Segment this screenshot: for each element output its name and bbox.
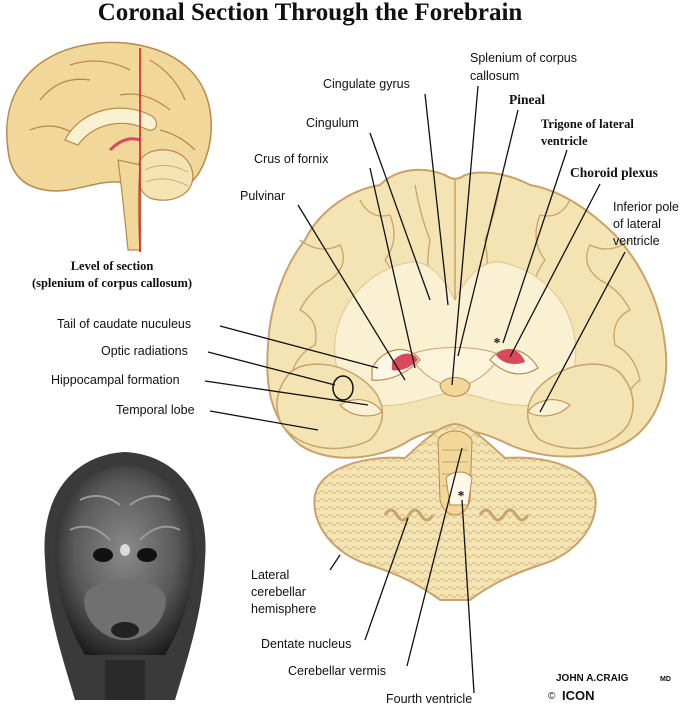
leader-optic-radiations [207,351,336,386]
right-dentate-nucleus [478,508,530,522]
sagittal-ventricle-highlight [108,137,141,152]
leader-pineal [457,109,519,357]
label-pineal: Pineal [509,92,545,107]
label-lateral-cerebellar-line1: Lateral [251,568,289,582]
label-inferior-pole-line2: of lateral [613,217,661,231]
leader-hippocampal [204,380,369,406]
sagittal-brainstem [117,159,141,251]
leader-lateral-cerebellar [329,554,341,571]
label-vermis: Cerebellar vermis [288,664,386,678]
leader-pulvinar [297,204,406,381]
leader-inferior-pole [539,251,626,413]
label-crus-fornix: Crus of fornix [254,152,329,166]
label-optic-radiations: Optic radiations [101,344,188,358]
leader-temporal-lobe [209,410,319,431]
label-fourth-ventricle: Fourth ventricle [386,692,472,706]
vermis-folia [442,449,468,487]
sagittal-cerebellum [136,149,194,201]
leader-choroid-plexus [509,183,601,358]
label-inferior-pole-line1: Inferior pole [613,200,679,214]
leader-trigone [502,149,568,344]
right-hippocampus [527,399,571,417]
labels: Splenium of corpus callosum Cingulate gy… [51,51,679,706]
fourth-ventricle [445,471,473,506]
inset-caption-line1: Level of section [71,259,154,273]
left-choroid-plexus [392,353,418,371]
asterisk-marker-trigone: * [494,335,501,350]
sagittal-corpus-callosum [64,107,158,146]
sagittal-gyri [29,59,196,151]
label-lateral-cerebellar-line2: cerebellar [251,585,306,599]
label-splenium-line2: callosum [470,69,519,83]
leader-dentate [364,517,409,641]
coronal-section [266,168,668,601]
leader-crus-fornix [369,167,416,369]
label-cingulum: Cingulum [306,116,359,130]
optic-radiations-marker [332,375,354,401]
leader-splenium [451,85,479,386]
credit-copyright: © [548,691,556,702]
label-pulvinar: Pulvinar [240,189,285,203]
label-hippocampal: Hippocampal formation [51,373,180,387]
page-title: Coronal Section Through the Forebrain [98,0,523,26]
inset-caption-line2: (splenium of corpus callosum) [32,276,192,290]
asterisk-marker-fourth-ventricle: * [458,488,465,503]
artist-credit: JOHN A.CRAIG MD © ICON [548,673,671,703]
leader-vermis [406,447,463,667]
mri-image [32,448,214,702]
leader-fourth-ventricle [461,499,475,694]
credit-artist: JOHN A.CRAIG [556,673,629,684]
label-trigone-line1: Trigone of lateral [541,117,634,131]
label-trigone-line2: ventricle [541,134,588,148]
leader-lines [204,85,626,694]
credit-logo: ICON [562,688,595,703]
credit-suffix: MD [660,676,671,683]
left-hippocampus [339,399,383,417]
leader-tail-caudate [219,325,379,369]
label-tail-caudate: Tail of caudate nuculeus [57,317,191,331]
label-splenium-line1: Splenium of corpus [470,51,577,65]
leader-cingulum [369,132,431,301]
splenium [409,347,501,389]
label-lateral-cerebellar-line3: hemisphere [251,602,316,616]
label-cingulate-gyrus: Cingulate gyrus [323,77,410,91]
label-temporal-lobe: Temporal lobe [116,403,195,417]
sagittal-cerebellar-folia [144,165,189,187]
left-dentate-nucleus [383,508,435,522]
pulvinar [439,377,471,397]
sagittal-inset [6,41,212,252]
label-choroid-plexus: Choroid plexus [570,165,658,180]
leader-cingulate-gyrus [424,93,449,306]
label-dentate: Dentate nucleus [261,637,351,651]
label-inferior-pole-line3: ventricle [613,234,660,248]
